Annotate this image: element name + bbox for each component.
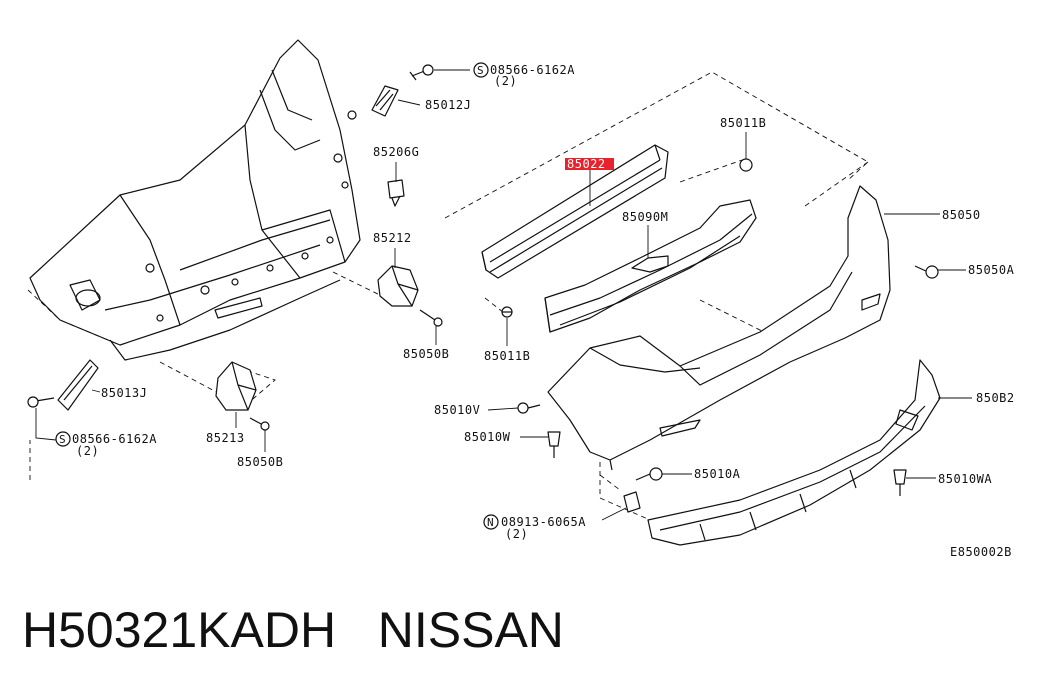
svg-text:S: S bbox=[59, 433, 66, 446]
label-08566-top: 08566-6162A bbox=[490, 63, 575, 77]
svg-text:N: N bbox=[487, 516, 494, 529]
label-85050A: 85050A bbox=[968, 263, 1015, 277]
nut-85011B-top bbox=[739, 158, 753, 172]
label-08566-bottom: 08566-6162A bbox=[72, 432, 157, 446]
symbol-n: N bbox=[483, 514, 499, 530]
label-08566-top-qty: (2) bbox=[494, 74, 517, 88]
svg-text:S: S bbox=[477, 64, 484, 77]
label-85010W: 85010W bbox=[464, 430, 511, 444]
label-85010V: 85010V bbox=[434, 403, 480, 417]
label-85050: 85050 bbox=[942, 208, 981, 222]
label-08913-qty: (2) bbox=[505, 527, 528, 541]
bolt-85050B-a bbox=[419, 309, 443, 327]
label-85050B-a: 85050B bbox=[403, 347, 449, 361]
leader-lines bbox=[35, 69, 972, 521]
label-08566-bottom-qty: (2) bbox=[76, 444, 99, 458]
part-labels: 08566-6162A (2) 85012J 85206G 85212 8505… bbox=[72, 63, 1015, 559]
bracket-85012J bbox=[371, 85, 399, 117]
screw-top bbox=[409, 64, 434, 81]
parts-diagram: S S N 08566-6162A (2) 85012J 85206G 8521… bbox=[27, 39, 1015, 559]
label-85012J: 85012J bbox=[425, 98, 471, 112]
rear-body-panel bbox=[29, 39, 361, 361]
part-number: H50321KADH bbox=[22, 602, 337, 658]
clip-85010W bbox=[547, 431, 561, 458]
bracket-85013J bbox=[57, 359, 99, 411]
bumper-fascia-85050 bbox=[547, 185, 891, 471]
part-highlight bbox=[565, 158, 614, 170]
label-85050B-b: 85050B bbox=[237, 455, 283, 469]
label-85022: 85022 bbox=[567, 157, 606, 171]
screw-bottom-left bbox=[27, 396, 55, 408]
label-85011B-top: 85011B bbox=[720, 116, 766, 130]
label-85010A: 85010A bbox=[694, 467, 741, 481]
assembly-outline bbox=[27, 71, 869, 521]
label-85090M: 85090M bbox=[622, 210, 668, 224]
retainer-08913 bbox=[623, 491, 641, 513]
absorber-85090M bbox=[544, 199, 757, 333]
clip-85206G bbox=[387, 179, 405, 207]
label-850B2: 850B2 bbox=[976, 391, 1015, 405]
nut-85011B-bot bbox=[501, 306, 513, 318]
clip-85010V bbox=[517, 402, 541, 414]
bracket-85213 bbox=[215, 361, 257, 411]
diagram-code: E850002B bbox=[950, 545, 1012, 559]
label-85206G: 85206G bbox=[373, 145, 419, 159]
label-08913: 08913-6065A bbox=[501, 515, 586, 529]
label-85011B-bottom: 85011B bbox=[484, 349, 530, 363]
label-85213: 85213 bbox=[206, 431, 245, 445]
brand-name: NISSAN bbox=[377, 602, 564, 658]
reinforcement-85022 bbox=[481, 144, 669, 279]
screw-85050A bbox=[914, 265, 939, 279]
label-85013J: 85013J bbox=[101, 386, 147, 400]
symbol-s-bottom: S bbox=[55, 431, 71, 447]
label-85010WA: 85010WA bbox=[938, 472, 992, 486]
footer-caption: H50321KADH NISSAN bbox=[22, 598, 1022, 662]
clip-85010WA bbox=[893, 469, 907, 496]
bolt-85050B-b bbox=[249, 417, 270, 431]
clip-85010A bbox=[635, 467, 663, 481]
label-85212: 85212 bbox=[373, 231, 412, 245]
bracket-85212 bbox=[377, 265, 419, 307]
symbol-s-top: S bbox=[473, 62, 489, 78]
